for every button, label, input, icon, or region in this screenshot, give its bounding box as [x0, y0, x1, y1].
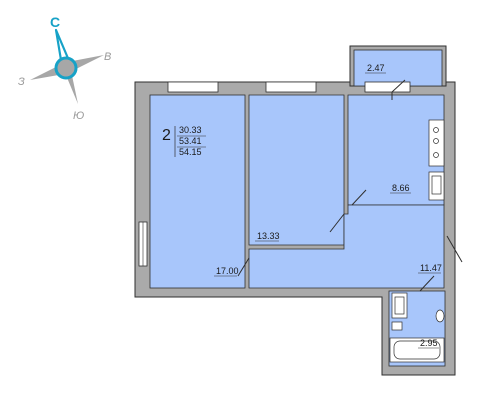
compass-west-label: З — [18, 76, 25, 88]
area-summary: 2 30.33 53.41 54.15 — [162, 125, 206, 157]
stove-burner-icon — [433, 152, 439, 158]
door-living — [237, 257, 250, 277]
kitchen-fixtures — [428, 119, 445, 201]
compass-center — [54, 56, 78, 80]
usable-area: 53.41 — [179, 136, 202, 146]
rooms — [149, 49, 446, 367]
room-area-kitchen: 8.66 — [392, 183, 410, 193]
rooms-count: 2 — [162, 127, 171, 144]
room-balcony — [353, 49, 443, 87]
doors — [237, 79, 463, 292]
sink-icon — [391, 321, 403, 331]
windows — [138, 81, 411, 267]
room-area-balcony: 2.47 — [367, 63, 385, 73]
room-area-bedroom: 13.33 — [257, 231, 280, 241]
compass-north-label: С — [50, 14, 60, 30]
room-living — [149, 94, 246, 289]
room-area-living: 17.00 — [216, 266, 239, 276]
door-entry — [446, 235, 463, 263]
compass-east-label: В — [104, 51, 111, 63]
room-hallway — [248, 204, 445, 289]
washing-machine-door — [394, 296, 405, 315]
room-area-bathroom: 2.95 — [420, 338, 438, 348]
kitchen-sink-basin — [431, 175, 442, 195]
door-bathroom — [419, 275, 435, 292]
stove-burner-icon — [433, 138, 439, 144]
room-area-hallway: 11.47 — [420, 263, 442, 273]
compass-south-label: Ю — [73, 110, 84, 122]
room-labels: 2.47 8.66 13.33 17.00 11.47 2.95 — [214, 63, 442, 349]
bathtub-basin — [393, 340, 441, 360]
door-kitchen — [351, 189, 367, 206]
toilet-icon — [435, 309, 445, 323]
bathroom-fixtures — [389, 292, 445, 363]
window-bedroom — [265, 81, 317, 93]
total-area: 54.15 — [179, 147, 202, 157]
room-bedroom — [248, 94, 345, 246]
door-balcony — [391, 79, 406, 100]
window-kitchen — [364, 81, 411, 93]
window-living — [167, 81, 219, 93]
door-bedroom — [329, 213, 345, 233]
stove-burner-icon — [433, 127, 439, 133]
compass: С В З Ю — [18, 14, 111, 122]
living-area: 30.33 — [179, 125, 202, 135]
